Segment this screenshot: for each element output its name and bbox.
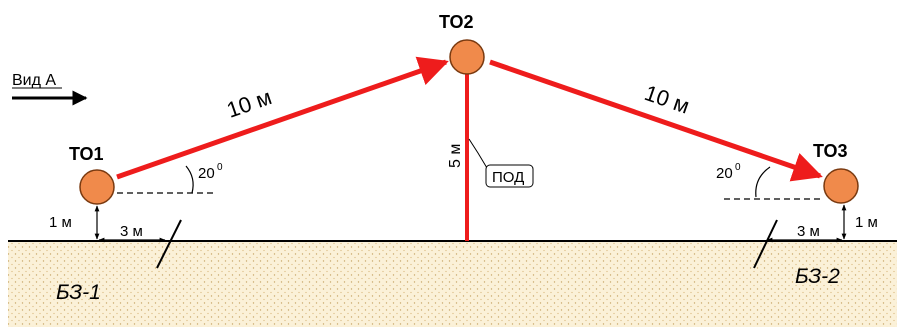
angle-left-value: 20: [198, 165, 215, 182]
zone-left-marker: [156, 219, 182, 269]
ground-area: [8, 241, 897, 327]
node-to3: [823, 168, 859, 204]
label-to2: ТО2: [439, 12, 474, 32]
cable-span-right: [489, 59, 823, 182]
callout-box: [485, 164, 534, 188]
dim-left-height-label: 1 м: [49, 214, 72, 231]
zone-right-label: БЗ-2: [795, 265, 840, 288]
cable-span-left: [116, 56, 449, 180]
node-to1: [79, 169, 115, 205]
zone-right-marker: [753, 219, 778, 269]
span-left-label: 10 м: [223, 84, 274, 123]
pole-height-label: 5 м: [447, 144, 464, 168]
callout-leader: [468, 138, 488, 169]
label-to3: ТО3: [813, 141, 848, 161]
angle-right-arc: [755, 166, 771, 198]
angle-right-value: 20: [716, 165, 733, 182]
dim-right-offset-label: 3 м: [797, 223, 820, 240]
label-to1: ТО1: [69, 144, 104, 164]
dim-right-height-label: 1 м: [855, 214, 878, 231]
angle-left-arc: [185, 165, 194, 194]
zone-left-label: БЗ-1: [56, 281, 101, 304]
node-to2: [449, 39, 485, 75]
dim-left-offset-label: 3 м: [120, 223, 143, 240]
angle-right-degree: 0: [735, 162, 741, 173]
span-right-label: 10 м: [641, 80, 692, 119]
callout-text: ПОД: [492, 169, 524, 186]
view-label: Вид А: [12, 72, 56, 89]
angle-left-degree: 0: [217, 162, 223, 173]
